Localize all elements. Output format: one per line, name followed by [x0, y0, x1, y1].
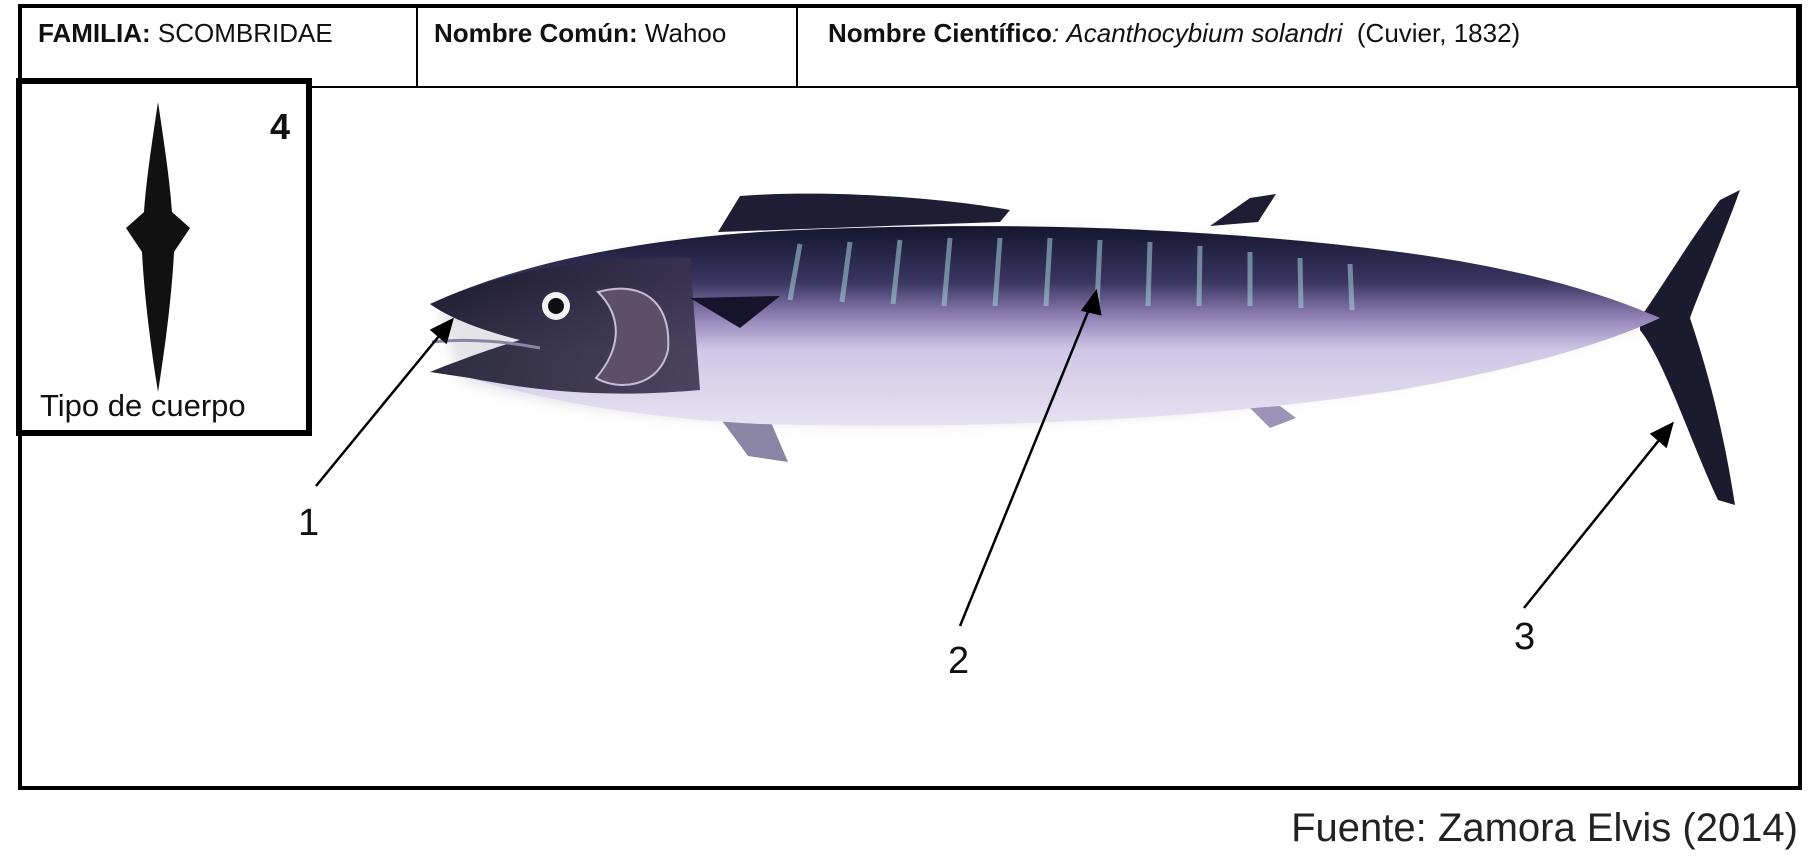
sheet-header: FAMILIA: SCOMBRIDAE Nombre Común: Wahoo … — [22, 8, 1798, 88]
arrowhead-2 — [1080, 288, 1102, 316]
family-label: FAMILIA: — [38, 18, 151, 48]
second-dorsal-fin — [1210, 194, 1276, 226]
arrowhead-3 — [1649, 421, 1674, 449]
family-cell: FAMILIA: SCOMBRIDAE — [22, 8, 418, 86]
common-name-cell: Nombre Común: Wahoo — [418, 8, 798, 86]
scientific-name-label: Nombre Científico — [828, 18, 1052, 48]
scientific-name-separator: : — [1051, 18, 1060, 48]
common-name-label: Nombre Común: — [434, 18, 638, 48]
callout-label-3: 3 — [1514, 616, 1536, 658]
caudal-fin — [1640, 190, 1740, 505]
arrow-3 — [1523, 433, 1665, 609]
pelvic-fin — [720, 418, 788, 462]
arrow-2 — [958, 301, 1094, 627]
pectoral-fin — [690, 296, 780, 328]
lateral-bars — [787, 237, 1355, 311]
fish-pupil — [548, 298, 564, 314]
body-type-number: 4 — [269, 106, 290, 147]
fusiform-body-icon — [126, 102, 190, 392]
callout-label-2: 2 — [948, 640, 970, 682]
family-value: SCOMBRIDAE — [157, 18, 333, 48]
body-type-label: Tipo de cuerpo — [40, 388, 246, 423]
callout-label-1: 1 — [298, 502, 320, 544]
gill-cover — [594, 287, 670, 386]
arrow-1 — [315, 329, 445, 487]
scientific-name-cell: Nombre Científico: Acanthocybium solandr… — [798, 8, 1798, 86]
anal-fin — [1250, 406, 1296, 428]
arrowhead-1 — [429, 317, 454, 345]
scientific-name-author: (Cuvier, 1832) — [1356, 18, 1521, 48]
body-type-panel: 4 Tipo de cuerpo — [16, 78, 312, 436]
source-citation: Fuente: Zamora Elvis (2014) — [1291, 806, 1798, 850]
common-name-value: Wahoo — [644, 18, 727, 48]
callout-arrows — [315, 288, 1674, 627]
dorsal-fin — [718, 193, 1010, 232]
scientific-name-value: Acanthocybium solandri — [1066, 18, 1343, 48]
